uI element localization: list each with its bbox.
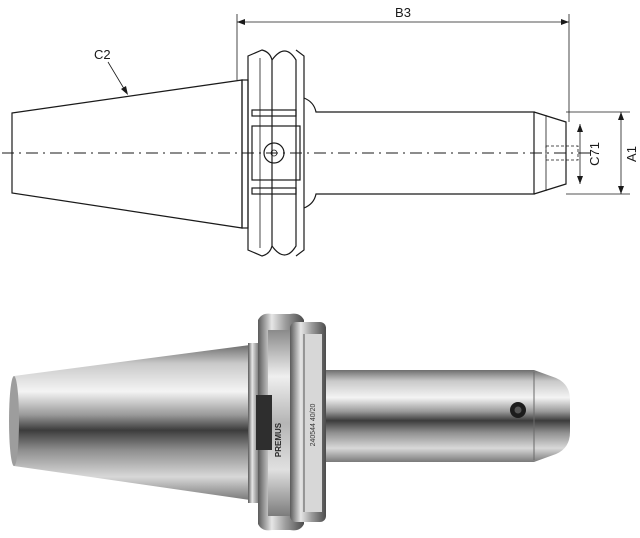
orientation-hole bbox=[263, 142, 285, 164]
label-c2: C2 bbox=[94, 47, 111, 62]
product-photo: PREMUS 240544 40/20 bbox=[9, 313, 570, 531]
dimension-c71: C71 bbox=[577, 124, 602, 184]
photo-taper-cone bbox=[14, 345, 250, 500]
photo-flange: PREMUS 240544 40/20 bbox=[256, 313, 326, 531]
technical-drawing: B3 C2 C71 A1 bbox=[2, 5, 639, 257]
label-c71: C71 bbox=[587, 142, 602, 166]
clamp-hole bbox=[545, 145, 579, 161]
dimension-c2: C2 bbox=[94, 47, 128, 95]
label-a1: A1 bbox=[624, 146, 639, 162]
dimension-b3: B3 bbox=[236, 5, 570, 122]
photo-part-code: 240544 40/20 bbox=[310, 403, 317, 446]
taper-cone bbox=[11, 79, 243, 229]
dimension-a1: A1 bbox=[566, 111, 639, 195]
photo-shank bbox=[326, 370, 570, 462]
taper-step bbox=[241, 79, 249, 229]
shank bbox=[303, 97, 535, 209]
photo-brand-mark: PREMUS bbox=[274, 422, 283, 457]
nose-chamfer bbox=[533, 111, 567, 195]
label-b3: B3 bbox=[395, 5, 411, 20]
flange bbox=[247, 49, 305, 257]
